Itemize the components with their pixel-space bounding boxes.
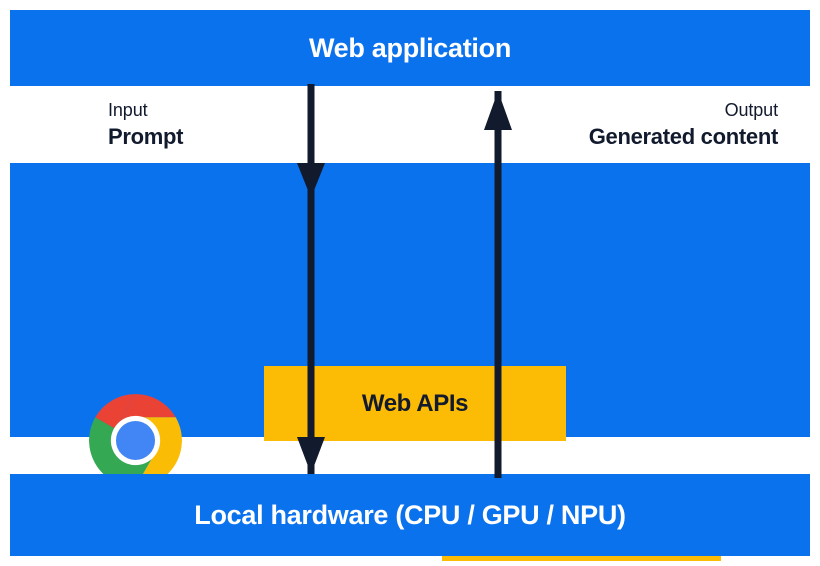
arrow-down-shaft — [307, 84, 315, 474]
input-flow-caption: Input Prompt — [108, 100, 184, 151]
band-local-hardware-label: Local hardware (CPU / GPU / NPU) — [194, 499, 626, 530]
input-flow-value: Prompt — [108, 123, 184, 149]
band-web-application: Web application — [10, 10, 810, 86]
chrome-logo-yellow-arc — [135, 417, 182, 487]
band-local-hardware: Local hardware (CPU / GPU / NPU) — [10, 474, 810, 556]
arrow-down-head-browser — [297, 163, 325, 198]
output-flow-value: Generated content — [588, 123, 779, 149]
chrome-logo-red-arc — [115, 394, 176, 429]
input-flow-kicker: Input — [108, 100, 148, 120]
arrow-up-head — [484, 91, 512, 130]
band-web-application-label: Web application — [308, 32, 512, 63]
arrow-down-head-hardware — [297, 437, 325, 474]
output-flow-kicker: Output — [724, 100, 779, 120]
chrome-logo-red-seam — [95, 394, 136, 429]
chrome-logo-icon — [89, 394, 182, 487]
arrow-up-shaft — [494, 91, 502, 478]
band-browser: Browser Web APIs Built-in models and run… — [10, 163, 810, 561]
box-web-apis-label: Web APIs — [361, 389, 469, 417]
arrow-up-icon — [484, 91, 512, 478]
chrome-logo-green-arc — [89, 417, 156, 487]
chrome-logo-blue-center — [115, 420, 156, 461]
arrow-down-icon — [297, 84, 325, 474]
output-flow-caption: Output Generated content — [588, 100, 779, 151]
